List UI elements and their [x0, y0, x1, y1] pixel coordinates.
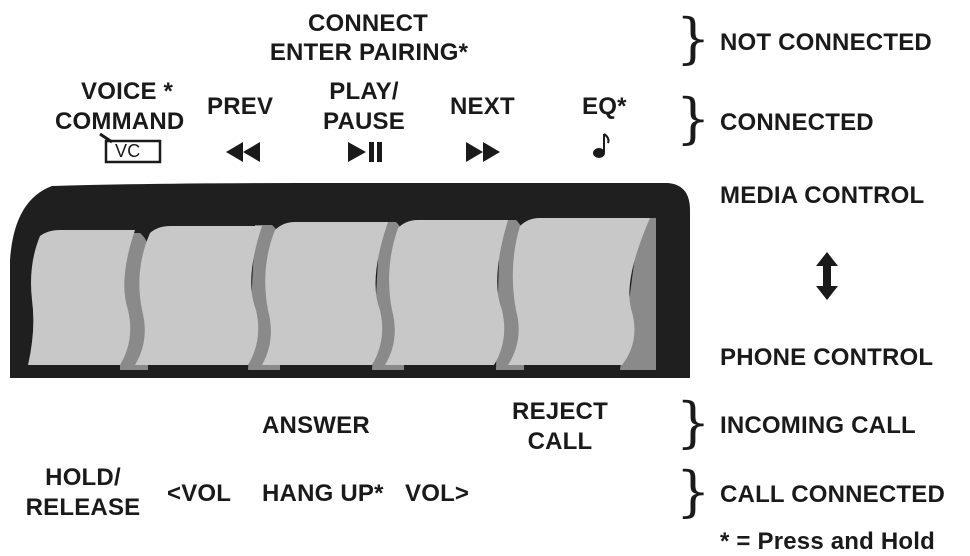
music-note-icon: [593, 133, 610, 158]
incoming-call-label: INCOMING CALL: [720, 412, 916, 439]
double-arrow-icon: [816, 252, 838, 300]
answer-label: ANSWER: [262, 412, 370, 439]
fast-forward-icon: [466, 142, 500, 162]
eq-label: EQ*: [582, 93, 627, 120]
media-control-label: MEDIA CONTROL: [720, 182, 925, 209]
brace-not-connected: }: [676, 7, 711, 70]
key-voice-command: [28, 230, 148, 370]
vc-icon-label: VC: [115, 141, 141, 161]
connect-label: CONNECT: [307, 10, 429, 37]
command-label: COMMAND: [55, 108, 185, 135]
play-pause-icon: [348, 142, 382, 162]
not-connected-label: NOT CONNECTED: [720, 29, 932, 56]
brace-connected: }: [676, 87, 711, 150]
reject-label: REJECT: [512, 398, 608, 425]
voice-label: VOICE *: [81, 78, 174, 105]
vc-icon: [99, 132, 162, 164]
hang-up-label: HANG UP*: [262, 480, 384, 507]
release-label: RELEASE: [25, 494, 141, 521]
connected-label: CONNECTED: [720, 109, 874, 136]
brace-call-connected: }: [676, 460, 711, 523]
enter-pairing-label: ENTER PAIRING*: [269, 39, 469, 66]
key-prev: [135, 225, 280, 370]
key-next: [385, 220, 524, 370]
call-label: CALL: [527, 428, 593, 455]
key-eq: [508, 218, 656, 370]
pause-label: PAUSE: [323, 108, 405, 135]
brace-incoming-call: }: [676, 391, 711, 454]
play-label: PLAY/: [329, 78, 399, 105]
vol-down-label: <VOL: [167, 480, 232, 507]
phone-control-label: PHONE CONTROL: [720, 344, 934, 371]
press-hold-legend: * = Press and Hold: [720, 528, 936, 555]
rewind-icon: [226, 142, 260, 162]
call-connected-label: CALL CONNECTED: [720, 481, 946, 508]
next-label: NEXT: [450, 93, 515, 120]
key-play-pause: [262, 222, 404, 370]
prev-label: PREV: [207, 93, 274, 120]
hold-label: HOLD/: [45, 464, 121, 491]
vol-up-label: VOL>: [405, 480, 470, 507]
